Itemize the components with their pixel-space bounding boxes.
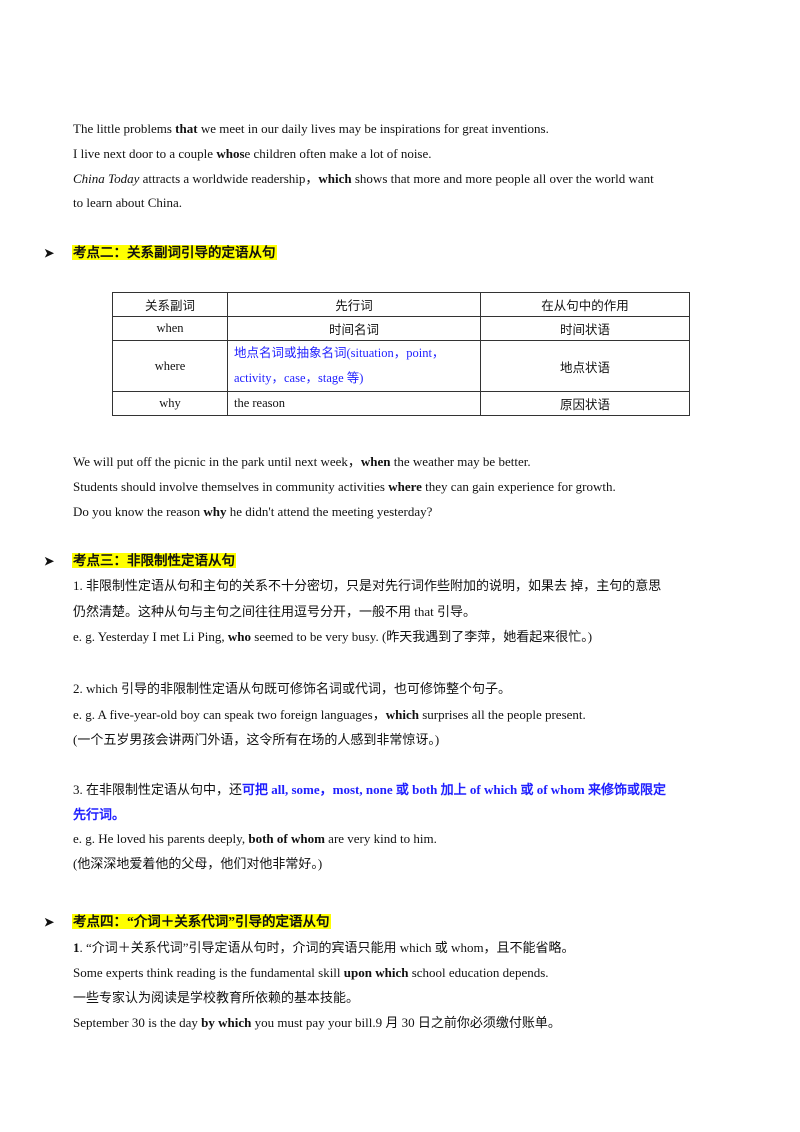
table-header-cell: 先行词 [227, 292, 481, 317]
section-3-point-2-line: 2. which 引导的非限制性定语从句既可修饰名词或代词，也可修饰整个句子。 [73, 681, 512, 696]
section-4-example-1: Some experts think reading is the fundam… [73, 965, 549, 980]
table-cell: why [112, 391, 228, 416]
section-3-point-3-line-2: 先行词。 [73, 807, 126, 822]
relative-adverb-table: 关系副词 先行词 在从句中的作用 when 时间名词 时间状语 where 地点… [112, 292, 690, 416]
arrow-bullet-icon: ➤ [44, 915, 55, 929]
section-3-point-1-example: e. g. Yesterday I met Li Ping, who seeme… [73, 629, 593, 644]
table-row: why the reason 原因状语 [112, 391, 690, 416]
section-2-example-1: We will put off the picnic in the park u… [73, 454, 531, 469]
table-header-cell: 关系副词 [112, 292, 228, 317]
table-cell: 时间状语 [480, 316, 690, 341]
section-3-point-2-translation: (一个五岁男孩会讲两门外语，这令所有在场的人感到非常惊讶。) [73, 732, 440, 747]
section-2-example-3: Do you know the reason why he didn't att… [73, 504, 433, 519]
table-row: where 地点名词或抽象名词(situation，point， activit… [112, 340, 690, 392]
intro-line-4: to learn about China. [73, 195, 183, 210]
section-2-title: 考点二：关系副词引导的定语从句 [72, 245, 277, 260]
section-4-example-2: September 30 is the day by which you mus… [73, 1015, 561, 1030]
arrow-bullet-icon: ➤ [44, 554, 55, 568]
table-row: when 时间名词 时间状语 [112, 316, 690, 341]
section-3-point-1-line-2: 仍然清楚。这种从句与主句之间往往用逗号分开，一般不用 that 引导。 [73, 604, 476, 619]
section-3-point-1-line-1: 1. 非限制性定语从句和主句的关系不十分密切，只是对先行词作些附加的说明，如果去… [73, 578, 662, 593]
section-4-heading: ➤ 考点四：“介词＋关系代词”引导的定语从句 [44, 913, 331, 931]
table-header-cell: 在从句中的作用 [480, 292, 690, 317]
intro-line-3: China Today attracts a worldwide readers… [73, 171, 654, 186]
intro-line-1: The little problems that we meet in our … [73, 121, 549, 136]
table-header-row: 关系副词 先行词 在从句中的作用 [112, 292, 690, 317]
section-2-heading: ➤ 考点二：关系副词引导的定语从句 [44, 244, 277, 262]
where-antecedent-line-1: 地点名词或抽象名词(situation，point， [234, 346, 445, 360]
section-4-title: 考点四：“介词＋关系代词”引导的定语从句 [72, 914, 331, 929]
table-cell: where [112, 340, 228, 392]
table-cell: 时间名词 [227, 316, 481, 341]
section-3-point-3-translation: (他深深地爱着他的父母，他们对他非常好。) [73, 856, 323, 871]
intro-line-2: I live next door to a couple whose child… [73, 146, 432, 161]
section-4-point-1: 1. “介词＋关系代词”引导定语从句时，介词的宾语只能用 which 或 who… [73, 940, 575, 955]
arrow-bullet-icon: ➤ [44, 246, 55, 260]
table-cell: the reason [227, 391, 481, 416]
section-4-example-1-translation: 一些专家认为阅读是学校教育所依赖的基本技能。 [73, 990, 360, 1005]
section-3-title: 考点三：非限制性定语从句 [72, 553, 236, 568]
table-cell: 原因状语 [480, 391, 690, 416]
section-3-point-2-example: e. g. A five-year-old boy can speak two … [73, 707, 586, 722]
section-2-example-2: Students should involve themselves in co… [73, 479, 616, 494]
section-3-point-3-line-1: 3. 在非限制性定语从句中，还可把 all, some，most, none 或… [73, 782, 666, 797]
table-cell: 地点名词或抽象名词(situation，point， activity，case… [227, 340, 481, 392]
table-cell: when [112, 316, 228, 341]
table-cell: 地点状语 [480, 340, 690, 392]
where-antecedent-line-2: activity，case，stage 等) [234, 371, 364, 385]
section-3-heading: ➤ 考点三：非限制性定语从句 [44, 552, 236, 570]
section-3-point-3-example: e. g. He loved his parents deeply, both … [73, 831, 437, 846]
